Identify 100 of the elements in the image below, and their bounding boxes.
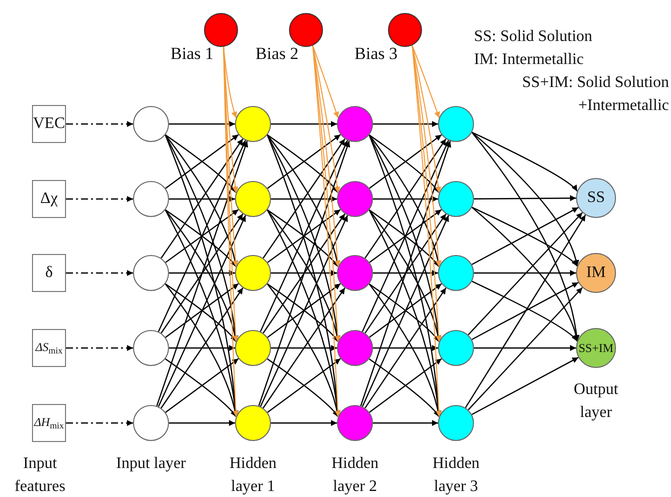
dash-dot-arrow (66, 420, 133, 426)
abbreviation-note: SS: Solid Solution (474, 27, 594, 47)
hidden-neuron (438, 255, 474, 291)
dash-dot-arrow (66, 196, 133, 202)
layer-label: Input features (14, 454, 66, 497)
node-label: ΔS$_{mix}$ (35, 340, 63, 356)
arrow (169, 196, 235, 202)
layer-label: Hidden layer 2 (330, 454, 380, 497)
hidden-neuron (235, 181, 271, 217)
hidden-neuron (337, 405, 373, 441)
arrow (472, 132, 578, 192)
arrow (262, 138, 346, 258)
hidden-neuron (235, 330, 271, 366)
node-label: ΔH$_{mix}$ (34, 416, 64, 430)
arrow (412, 44, 442, 268)
hidden-neuron (438, 181, 474, 217)
arrow (465, 214, 586, 408)
arrow (362, 140, 450, 332)
arrow (362, 215, 450, 407)
arrow (169, 345, 235, 351)
output-neuron (576, 328, 616, 368)
arrow (468, 287, 583, 410)
arrow (373, 270, 438, 276)
arrow (364, 288, 446, 408)
arrow (158, 140, 246, 332)
arrow (474, 345, 576, 351)
arrow (312, 45, 339, 118)
layer-label: Hidden layer 3 (431, 454, 481, 497)
feature-box (32, 329, 66, 367)
hidden-neuron (235, 106, 271, 142)
dash-dot-arrow (66, 121, 133, 127)
hidden-neuron (438, 405, 474, 441)
arrow (271, 270, 337, 276)
arrow (271, 121, 337, 127)
hidden-neuron (438, 330, 474, 366)
input-neuron (133, 106, 169, 142)
arrow (271, 196, 337, 202)
hidden-neuron (337, 106, 373, 142)
feature-box (32, 105, 66, 143)
arrow (412, 44, 442, 418)
arrow (262, 214, 346, 334)
input-neuron (133, 405, 169, 441)
node-label: Δχ (40, 191, 58, 207)
bias-neuron (289, 13, 323, 47)
arrow (373, 345, 438, 351)
layer-label: Input layer (116, 454, 186, 474)
arrow (262, 288, 346, 408)
arrow (260, 215, 348, 407)
output-neuron (576, 253, 616, 293)
abbreviation-note: SS+IM: Solid Solution +Intermetallic (521, 73, 669, 116)
bias-label: Bias 2 (256, 44, 298, 64)
arrow (223, 46, 239, 418)
dash-dot-arrow (66, 270, 133, 276)
arrow (160, 288, 244, 408)
node-label: VEC (33, 116, 65, 132)
node-label: SS+IM (578, 342, 614, 354)
arrow (373, 420, 438, 426)
layer-label: Output layer (572, 380, 620, 424)
hidden-neuron (337, 330, 373, 366)
arrow (472, 132, 579, 266)
arrow (360, 140, 452, 406)
arrow (271, 345, 337, 351)
hidden-neuron (235, 255, 271, 291)
node-label: δ (45, 265, 53, 281)
input-neuron (133, 181, 169, 217)
bias-label: Bias 3 (354, 44, 398, 64)
input-neuron (133, 330, 169, 366)
arrow (271, 420, 337, 426)
abbreviation-note: IM: Intermetallic (474, 50, 585, 70)
node-label: IM (586, 265, 606, 281)
arrow (474, 195, 576, 202)
arrow (472, 356, 579, 416)
arrow (223, 46, 238, 118)
arrow (312, 45, 341, 418)
hidden-neuron (337, 181, 373, 217)
feature-box (32, 254, 66, 292)
node-label: SS (587, 190, 605, 206)
hidden-neuron (438, 106, 474, 142)
arrow (169, 270, 235, 276)
feature-box (32, 180, 66, 218)
arrow (364, 214, 446, 334)
output-neuron (576, 178, 616, 218)
hidden-neuron (235, 405, 271, 441)
arrow (373, 121, 438, 127)
arrow (156, 140, 248, 406)
dash-dot-arrow (66, 345, 133, 351)
bias-label: Bias 1 (170, 44, 214, 64)
arrow (373, 196, 438, 202)
layer-label: Hidden layer 1 (228, 454, 278, 497)
arrow (169, 420, 235, 426)
input-neuron (133, 255, 169, 291)
arrow (312, 45, 340, 194)
hidden-neuron (337, 255, 373, 291)
arrow (260, 140, 348, 332)
bias-neuron (388, 13, 422, 47)
arrow (160, 214, 244, 334)
arrow (258, 140, 350, 406)
bias-neuron (204, 13, 238, 47)
arrow (412, 44, 440, 118)
arrow (158, 215, 246, 407)
